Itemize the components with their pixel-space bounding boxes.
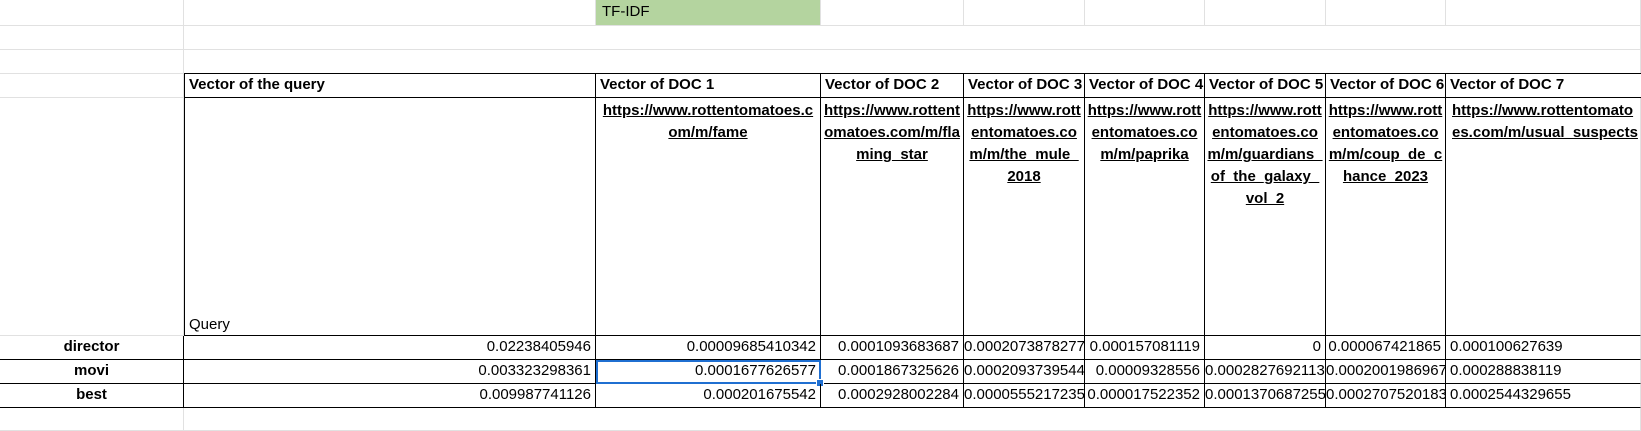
doc-4-director[interactable]: 0.000157081119 <box>1085 336 1205 360</box>
doc-4-best[interactable]: 0.000017522352 <box>1085 384 1205 408</box>
query-value-best[interactable]: 0.009987741126 <box>184 384 596 408</box>
cell-blank-last-a[interactable] <box>0 408 184 431</box>
doc-5-url-link[interactable]: https://www.rottentomatoes.com/m/guardia… <box>1205 98 1326 336</box>
cell-blank-row2[interactable] <box>0 26 184 50</box>
cell-blank-f1[interactable] <box>1085 0 1205 26</box>
doc-3-director[interactable]: 0.0002073878277 <box>964 336 1085 360</box>
doc-1-url-link[interactable]: https://www.rottentomatoes.com/m/fame <box>596 98 821 336</box>
header-doc-6[interactable]: Vector of DOC 6 <box>1326 73 1446 98</box>
doc-5-movi[interactable]: 0.0002827692113 <box>1205 360 1326 384</box>
doc-6-best[interactable]: 0.0002707520183 <box>1326 384 1446 408</box>
cell-blank-g1[interactable] <box>1205 0 1326 26</box>
header-doc-1[interactable]: Vector of DOC 1 <box>596 73 821 98</box>
doc-3-best[interactable]: 0.0000555217235 <box>964 384 1085 408</box>
doc-4-movi[interactable]: 0.00009328556 <box>1085 360 1205 384</box>
header-query-vector[interactable]: Vector of the query <box>184 73 596 98</box>
doc-3-movi[interactable]: 0.0002093739544 <box>964 360 1085 384</box>
header-doc-3[interactable]: Vector of DOC 3 <box>964 73 1085 98</box>
header-doc-4[interactable]: Vector of DOC 4 <box>1085 73 1205 98</box>
cell-blank-header-a[interactable] <box>0 74 184 98</box>
query-value-director[interactable]: 0.02238405946 <box>184 336 596 360</box>
doc-7-movi[interactable]: 0.000288838119 <box>1446 360 1641 384</box>
doc-2-movi[interactable]: 0.0001867325626 <box>821 360 964 384</box>
doc-2-director[interactable]: 0.0001093683687 <box>821 336 964 360</box>
header-doc-5[interactable]: Vector of DOC 5 <box>1205 73 1326 98</box>
query-value-movi[interactable]: 0.003323298361 <box>184 360 596 384</box>
cell-blank-row2b[interactable] <box>184 26 1641 50</box>
term-best[interactable]: best <box>0 384 184 408</box>
doc-6-movi[interactable]: 0.0002001986967 <box>1326 360 1446 384</box>
tfidf-label-cell[interactable]: TF-IDF <box>596 0 821 26</box>
doc-1-best[interactable]: 0.000201675542 <box>596 384 821 408</box>
doc-2-url-link[interactable]: https://www.rottentomatoes.com/m/flaming… <box>821 98 964 336</box>
cell-blank-url-a[interactable] <box>0 98 184 336</box>
doc-2-best[interactable]: 0.0002928002284 <box>821 384 964 408</box>
term-movi[interactable]: movi <box>0 360 184 384</box>
header-doc-2[interactable]: Vector of DOC 2 <box>821 73 964 98</box>
doc-7-best[interactable]: 0.0002544329655 <box>1446 384 1641 408</box>
query-label-cell[interactable]: Query <box>184 98 596 336</box>
cell-blank-row3[interactable] <box>0 50 184 74</box>
cell-blank-row3b[interactable] <box>184 50 1641 74</box>
cell-blank-b1[interactable] <box>184 0 596 26</box>
doc-4-url-link[interactable]: https://www.rottentomatoes.com/m/paprika <box>1085 98 1205 336</box>
query-label: Query <box>189 316 230 333</box>
cell-blank-a1[interactable] <box>0 0 184 26</box>
cell-blank-i1[interactable] <box>1446 0 1641 26</box>
cell-blank-e1[interactable] <box>964 0 1085 26</box>
cell-blank-d1[interactable] <box>821 0 964 26</box>
cell-blank-h1[interactable] <box>1326 0 1446 26</box>
doc-7-director[interactable]: 0.000100627639 <box>1446 336 1641 360</box>
doc-7-url-link[interactable]: https://www.rottentomatoes.com/m/usual_s… <box>1446 98 1641 336</box>
doc-3-url-link[interactable]: https://www.rottentomatoes.com/m/the_mul… <box>964 98 1085 336</box>
cell-blank-last-b[interactable] <box>184 408 1641 431</box>
doc-1-movi-selected[interactable]: 0.0001677626577 <box>596 360 821 384</box>
doc-1-director[interactable]: 0.00009685410342 <box>596 336 821 360</box>
doc-6-url-link[interactable]: https://www.rottentomatoes.com/m/coup_de… <box>1326 98 1446 336</box>
doc-6-director[interactable]: 0.000067421865 <box>1326 336 1446 360</box>
doc-5-director[interactable]: 0 <box>1205 336 1326 360</box>
term-director[interactable]: director <box>0 336 184 360</box>
header-doc-7[interactable]: Vector of DOC 7 <box>1446 73 1641 98</box>
doc-5-best[interactable]: 0.0001370687255 <box>1205 384 1326 408</box>
